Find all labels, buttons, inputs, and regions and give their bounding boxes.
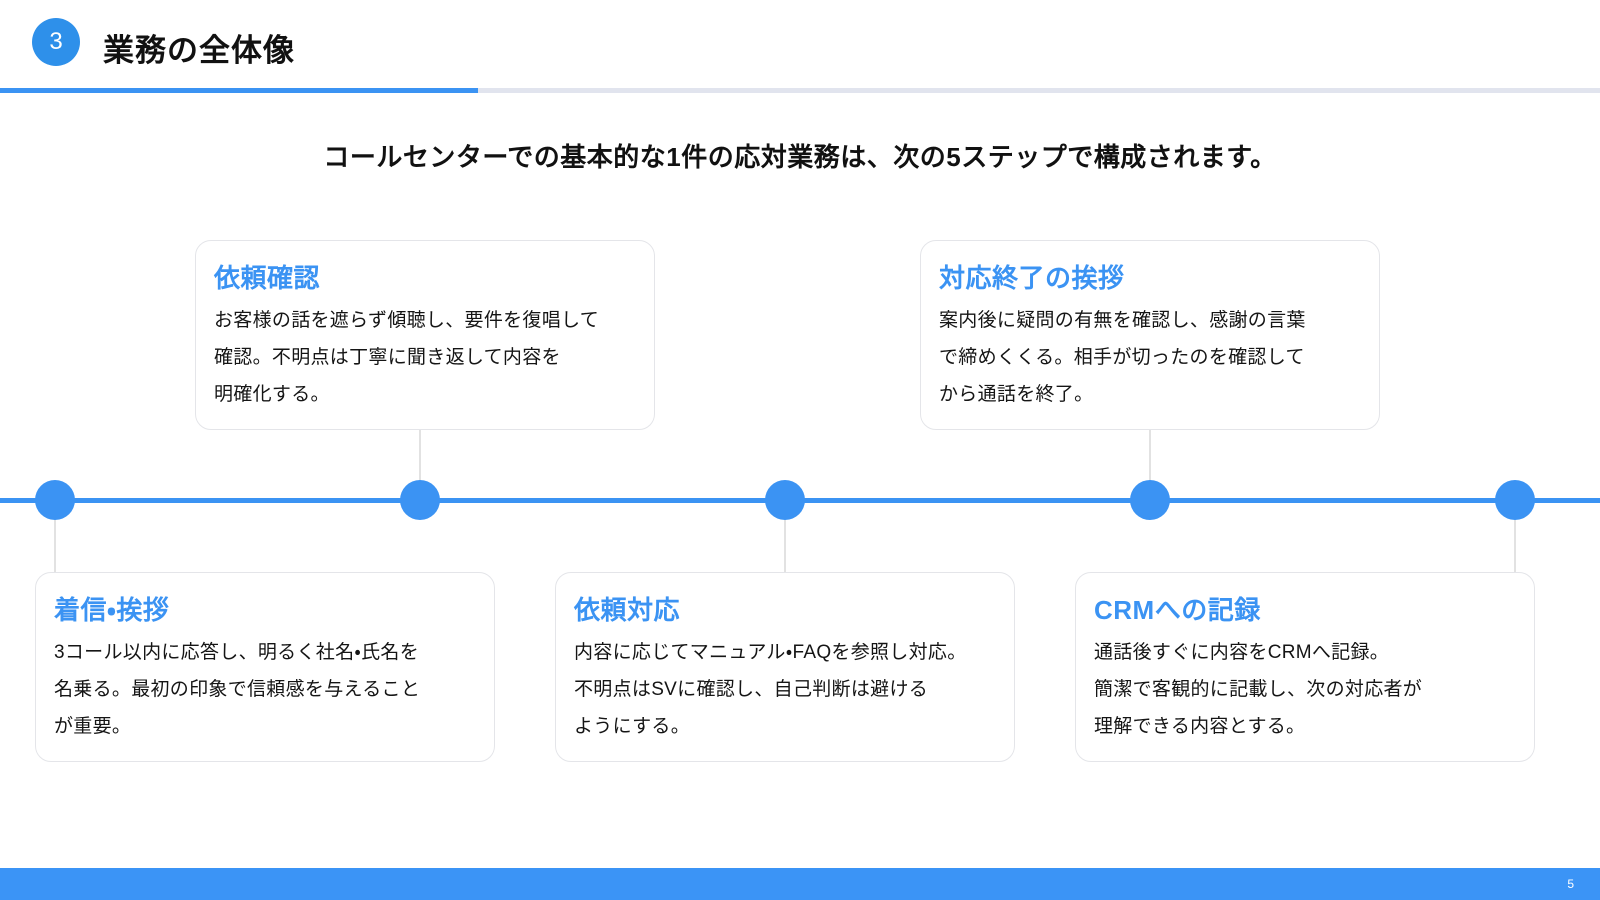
step-card-body: 内容に応じてマニュアル・FAQを参照し対応。 不明点はSVに確認し、自己判断は避… bbox=[574, 642, 967, 737]
step-card-title: CRMへの記録 bbox=[1094, 595, 1261, 625]
step-card-2: 依頼確認 お客様の話を遮らず傾聴し、要件を復唱して 確認。不明点は丁寧に聞き返し… bbox=[195, 240, 655, 430]
timeline-dot bbox=[35, 480, 75, 520]
lead-sentence: コールセンターでの基本的な1件の応対業務は、次の5ステップで構成されます。 bbox=[323, 142, 1277, 172]
timeline-connector bbox=[784, 502, 786, 572]
timeline-dot bbox=[400, 480, 440, 520]
footer-bar: 5 bbox=[0, 868, 1600, 900]
step-card-title: 着信・挨拶 bbox=[54, 595, 170, 625]
step-card-3: 依頼対応 内容に応じてマニュアル・FAQを参照し対応。 不明点はSVに確認し、自… bbox=[555, 572, 1015, 762]
timeline-dot bbox=[1130, 480, 1170, 520]
step-card-title: 依頼確認 bbox=[214, 263, 321, 293]
step-card-title: 対応終了の挨拶 bbox=[939, 263, 1125, 293]
step-card-body: 案内後に疑問の有無を確認し、感謝の言葉 で締めくくる。相手が切ったのを確認して … bbox=[939, 310, 1306, 405]
page-title: 業務の全体像 bbox=[103, 33, 295, 68]
step-card-body: 通話後すぐに内容をCRMへ記録。 簡潔で客観的に記載し、次の対応者が 理解できる… bbox=[1094, 642, 1423, 737]
slide-number-badge: 3 bbox=[32, 18, 80, 66]
page-number: 5 bbox=[1567, 877, 1574, 891]
header-rule bbox=[0, 88, 1600, 93]
timeline-dot bbox=[1495, 480, 1535, 520]
step-card-5: CRMへの記録 通話後すぐに内容をCRMへ記録。 簡潔で客観的に記載し、次の対応… bbox=[1075, 572, 1535, 762]
step-card-body: 3コール以内に応答し、明るく社名・氏名を 名乗る。最初の印象で信頼感を与えること… bbox=[54, 642, 421, 737]
timeline-connector bbox=[1149, 430, 1151, 500]
step-card-body: お客様の話を遮らず傾聴し、要件を復唱して 確認。不明点は丁寧に聞き返して内容を … bbox=[214, 310, 600, 405]
header-rule-accent bbox=[0, 88, 478, 93]
step-card-4: 対応終了の挨拶 案内後に疑問の有無を確認し、感謝の言葉 で締めくくる。相手が切っ… bbox=[920, 240, 1380, 430]
step-card-title: 依頼対応 bbox=[574, 595, 681, 625]
slide-number-badge-text: 3 bbox=[49, 28, 63, 55]
timeline-dot bbox=[765, 480, 805, 520]
timeline-connector bbox=[419, 430, 421, 500]
step-card-1: 着信・挨拶 3コール以内に応答し、明るく社名・氏名を 名乗る。最初の印象で信頼感… bbox=[35, 572, 495, 762]
timeline-connector bbox=[54, 502, 56, 572]
timeline-connector bbox=[1514, 502, 1516, 572]
